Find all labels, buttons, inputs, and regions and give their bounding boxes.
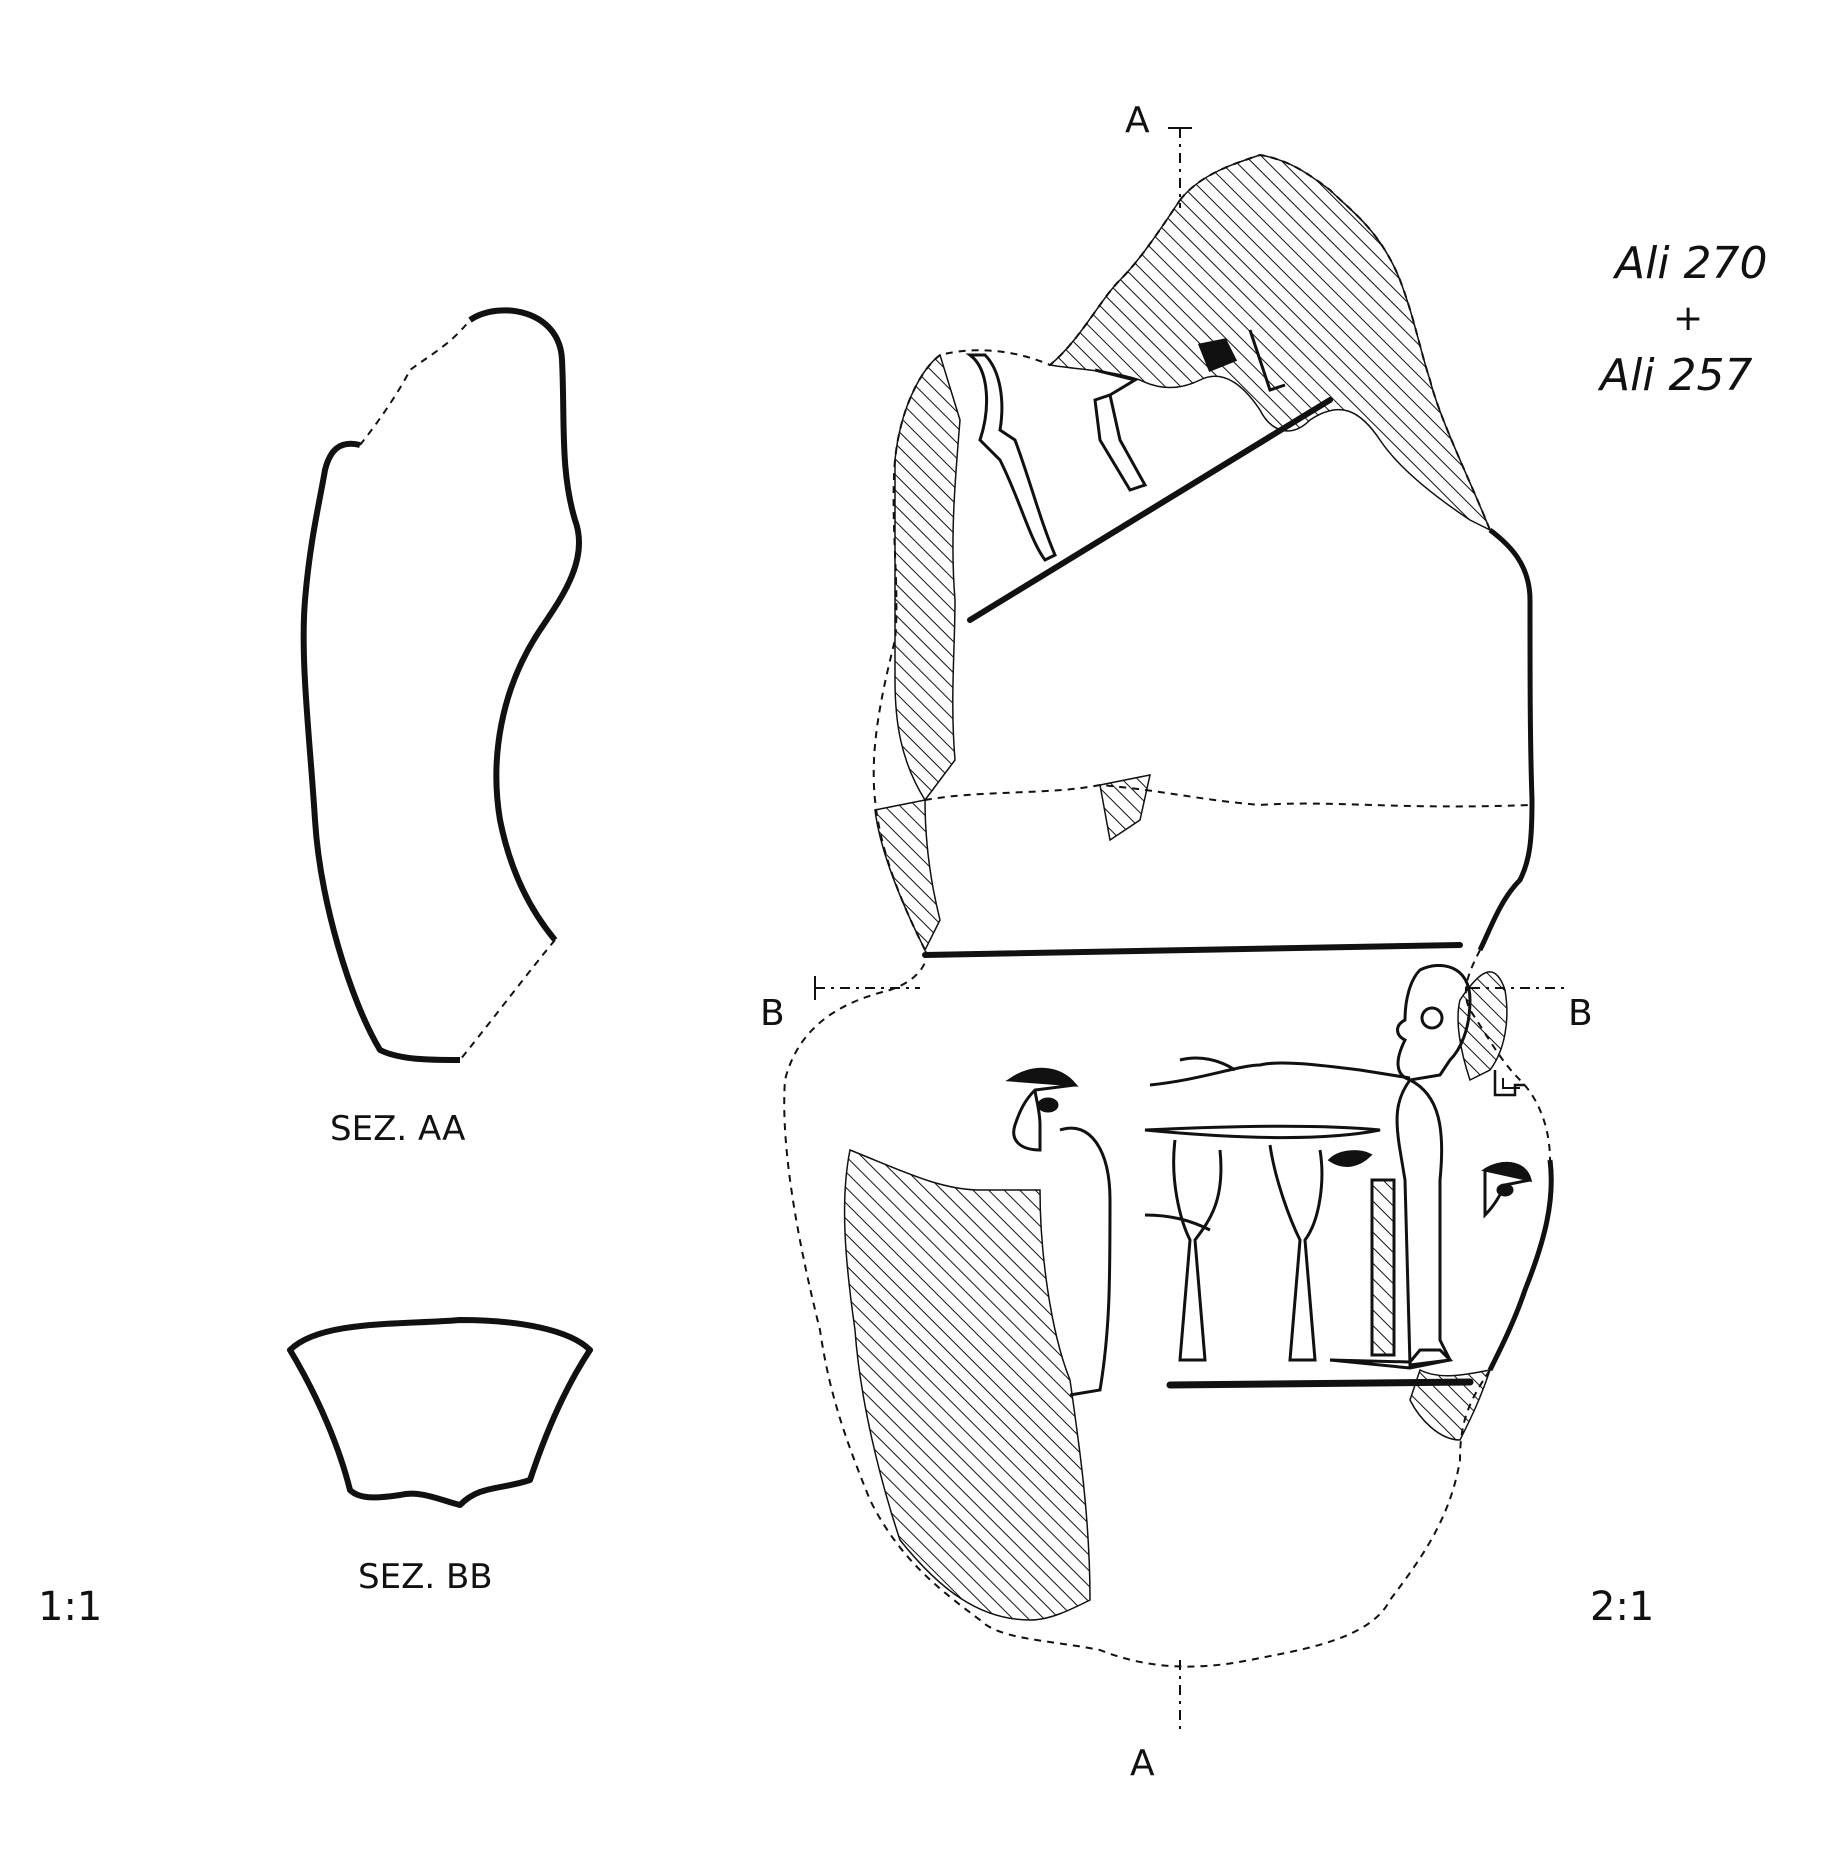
marker-a-top: A: [1125, 100, 1150, 141]
marker-b-right: B: [1568, 993, 1593, 1034]
hatched-areas: [843, 154, 1508, 1621]
id-label-plus: +: [1673, 298, 1703, 339]
marker-a-bottom: A: [1130, 1743, 1155, 1784]
scale-left: 1:1: [38, 1584, 102, 1630]
section-aa-label: SEZ. AA: [330, 1109, 465, 1149]
section-line-a: [1168, 127, 1192, 1735]
section-bb-profile: [287, 1317, 593, 1508]
scale-right: 2:1: [1590, 1584, 1654, 1630]
id-label-line2: Ali 257: [1597, 350, 1753, 401]
section-aa-profile: [300, 307, 583, 1063]
lower-register-scene: [1005, 963, 1533, 1397]
upper-register-figures: [965, 329, 1286, 562]
section-line-b: [814, 976, 1565, 1000]
section-bb-label: SEZ. BB: [358, 1557, 493, 1597]
marker-b-left: B: [760, 993, 785, 1034]
register-lines: [922, 397, 1474, 1389]
id-label-line1: Ali 270: [1612, 238, 1768, 289]
